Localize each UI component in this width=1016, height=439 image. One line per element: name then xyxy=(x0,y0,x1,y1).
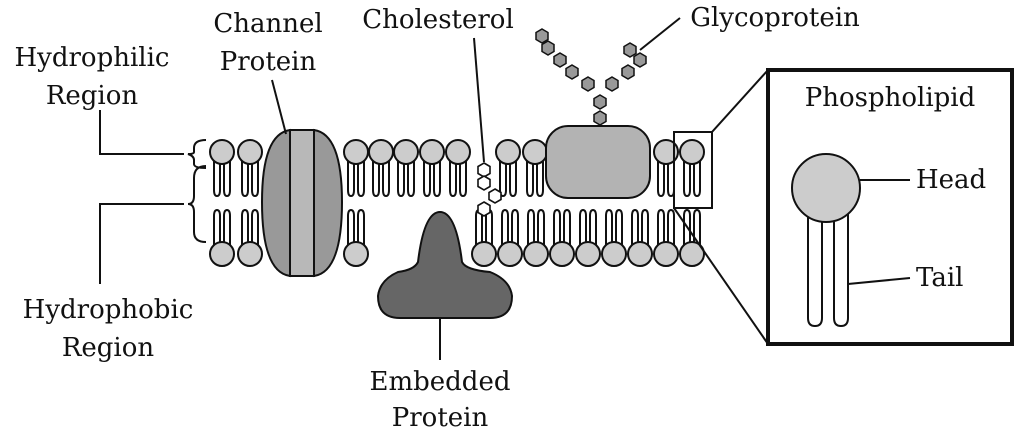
zoom-box xyxy=(673,131,713,209)
sugar-unit xyxy=(565,64,579,80)
phospholipid xyxy=(343,139,369,197)
hydrophilic-label-line1: Hydrophilic xyxy=(15,43,170,73)
cholesterol-label: Cholesterol xyxy=(362,5,514,35)
sugar-unit xyxy=(553,52,567,68)
inset-head-label: Head xyxy=(916,165,986,195)
channel-protein-label-line2: Protein xyxy=(220,47,317,77)
sugar-unit xyxy=(581,76,595,92)
phospholipid-icon xyxy=(791,153,861,328)
phospholipid xyxy=(368,139,394,197)
tail-leader xyxy=(847,277,911,285)
hydrophilic-bracket xyxy=(99,110,207,169)
glycoprotein xyxy=(535,28,651,199)
zoom-line-top xyxy=(711,69,769,133)
channel-protein xyxy=(260,128,344,278)
phospholipid xyxy=(495,139,521,197)
zoom-line-bottom xyxy=(673,207,769,345)
channel-protein-label-line1: Channel xyxy=(213,9,322,39)
phospholipid xyxy=(523,209,549,267)
hydrophobic-label-line1: Hydrophobic xyxy=(23,295,194,325)
phospholipid xyxy=(343,209,369,267)
phospholipid xyxy=(653,209,679,267)
sugar-unit xyxy=(541,40,555,56)
glycoprotein-leader xyxy=(639,17,681,51)
embedded-protein xyxy=(376,210,514,319)
phospholipid xyxy=(237,139,263,197)
phospholipid xyxy=(679,139,705,197)
inset-title: Phospholipid xyxy=(805,83,976,113)
sugar-unit xyxy=(621,64,635,80)
embedded-protein-label-line1: Embedded xyxy=(370,367,511,397)
phospholipid xyxy=(601,209,627,267)
cholesterol-leader xyxy=(473,37,485,163)
phospholipid xyxy=(497,209,523,267)
sugar-chain-icon xyxy=(535,28,647,126)
phospholipid xyxy=(393,139,419,197)
cholesterol-ring-icon xyxy=(477,162,502,217)
phospholipid xyxy=(549,209,575,267)
phospholipid xyxy=(522,139,548,197)
phospholipid xyxy=(471,209,497,267)
sugar-unit xyxy=(633,52,647,68)
phospholipid xyxy=(209,209,235,267)
phospholipid xyxy=(237,209,263,267)
phospholipid xyxy=(679,209,705,267)
channel-protein-leader xyxy=(271,79,287,135)
phospholipid xyxy=(445,139,471,197)
phospholipid xyxy=(575,209,601,267)
hydrophobic-bracket xyxy=(99,165,207,284)
phospholipid xyxy=(209,139,235,197)
phospholipid xyxy=(419,139,445,197)
hydrophilic-label-line2: Region xyxy=(46,81,139,111)
hydrophobic-label-line2: Region xyxy=(62,333,155,363)
phospholipid xyxy=(627,209,653,267)
glycoprotein-label: Glycoprotein xyxy=(690,3,860,33)
sugar-unit xyxy=(623,42,637,58)
inset-tail-label: Tail xyxy=(916,263,963,293)
sugar-unit xyxy=(593,94,607,110)
sugar-unit xyxy=(605,76,619,92)
sugar-unit xyxy=(535,28,549,44)
sugar-unit xyxy=(593,110,607,126)
phospholipid-inset: Phospholipid Head Tail xyxy=(766,68,1014,346)
embedded-protein-label-line2: Protein xyxy=(392,403,489,433)
